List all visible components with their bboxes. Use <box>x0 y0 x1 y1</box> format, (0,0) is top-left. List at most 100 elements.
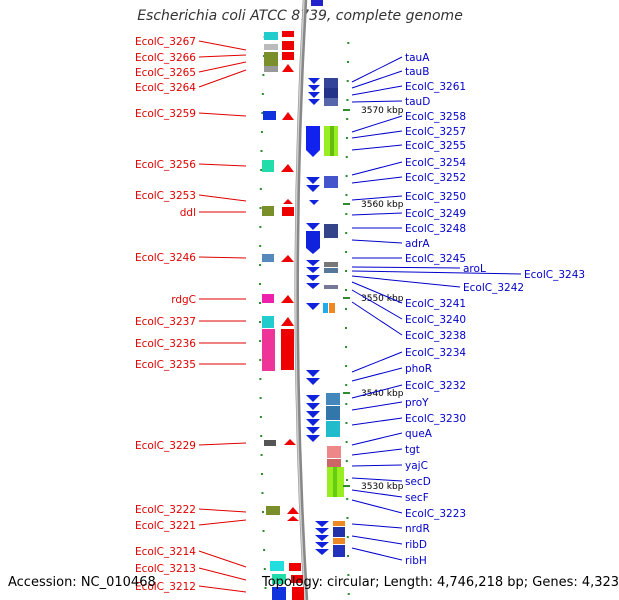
tick-mark <box>345 441 348 443</box>
left-gene-label: EcolC_3236 <box>135 338 196 350</box>
right-leader-line <box>351 239 403 244</box>
left-gene-label: EcolC_3267 <box>135 36 196 48</box>
right-leader-line <box>351 100 403 103</box>
tick-mark <box>345 384 348 386</box>
left-gene-label: EcolC_3229 <box>135 440 196 452</box>
tick-mark <box>345 403 348 405</box>
right-gene-label: EcolC_3252 <box>405 172 466 184</box>
scale-label-bg <box>358 480 404 491</box>
right-gene-label: queA <box>405 428 433 440</box>
scale-label: 3550 kbp <box>361 294 404 304</box>
right-gene-label: EcolC_3258 <box>405 111 466 123</box>
scale-label-bg <box>358 104 404 115</box>
scale-tick <box>343 485 350 487</box>
left-gene-label: EcolC_3259 <box>135 108 196 120</box>
tick-mark <box>345 365 348 367</box>
right-leader-line <box>351 448 403 456</box>
tick-mark <box>345 460 348 462</box>
scale-label: 3560 kbp <box>361 200 404 210</box>
tick-mark <box>263 549 266 551</box>
right-gene-label: tauA <box>405 52 430 64</box>
right-gene-label: phoR <box>405 363 432 375</box>
left-leader-line <box>198 508 247 513</box>
right-gene-label: EcolC_3232 <box>405 380 466 392</box>
left-leader-line <box>198 54 247 58</box>
tick-mark <box>259 245 262 247</box>
tick-mark <box>261 492 264 494</box>
tick-mark <box>259 397 262 399</box>
left-leader-line <box>198 585 247 593</box>
top-marker <box>311 0 323 6</box>
left-leader-line <box>198 40 247 51</box>
scale-tick <box>343 297 350 299</box>
right-leader-line <box>351 289 403 320</box>
left-leader-line <box>198 163 247 167</box>
tick-mark <box>260 131 263 133</box>
tick-mark <box>345 194 348 196</box>
tick-mark <box>259 340 262 342</box>
right-leader-line <box>351 523 403 529</box>
page-title: Escherichia coli ATCC 8739, complete gen… <box>137 8 463 24</box>
left-gene-label: EcolC_3266 <box>135 52 196 64</box>
right-leader-line <box>351 270 522 275</box>
left-leader-line <box>198 61 247 73</box>
right-leader-line <box>351 477 403 482</box>
tick-mark <box>347 42 350 44</box>
scale-tick <box>343 203 350 205</box>
right-gene-label: ribH <box>405 555 427 567</box>
left-leader-line <box>198 69 247 88</box>
right-leader-line <box>351 281 403 304</box>
right-leader-line <box>351 195 403 201</box>
scale-label: 3540 kbp <box>361 389 404 399</box>
right-gene-label: EcolC_3254 <box>405 157 466 169</box>
scale-tick <box>343 109 350 111</box>
left-gene-label: EcolC_3213 <box>135 563 196 575</box>
accession-text: Accession: NC_010468 <box>8 575 156 590</box>
tick-mark <box>260 473 263 475</box>
left-gene-label: EcolC_3222 <box>135 504 196 516</box>
tick-mark <box>259 264 262 266</box>
right-gene-label: EcolC_3250 <box>405 191 466 203</box>
right-gene-label: tgt <box>405 444 420 456</box>
tick-mark <box>260 150 263 152</box>
tick-mark <box>260 169 263 171</box>
tick-mark <box>345 270 348 272</box>
tick-mark <box>259 207 262 209</box>
tick-mark <box>259 359 262 361</box>
right-leader-line <box>351 266 461 269</box>
scale-label-bg <box>358 198 404 209</box>
scale-tick <box>343 392 350 394</box>
tick-mark <box>345 308 348 310</box>
left-leader-line <box>198 112 247 117</box>
tick-mark <box>259 302 262 304</box>
right-gene-label: EcolC_3261 <box>405 81 466 93</box>
right-leader-line <box>351 275 461 288</box>
right-leader-line <box>351 161 403 176</box>
tick-mark <box>264 587 267 589</box>
left-gene-label: EcolC_3221 <box>135 520 196 532</box>
tick-mark <box>346 517 349 519</box>
tick-mark <box>345 213 348 215</box>
tick-mark <box>261 112 264 114</box>
tick-mark <box>261 93 264 95</box>
tick-mark <box>346 536 349 538</box>
left-leader-line <box>198 442 247 446</box>
right-gene-label: EcolC_3223 <box>405 508 466 520</box>
right-gene-label: EcolC_3234 <box>405 347 466 359</box>
tick-mark <box>345 289 348 291</box>
scale-label: 3570 kbp <box>361 106 404 116</box>
left-leader-line <box>198 519 247 526</box>
tick-mark <box>263 568 266 570</box>
right-gene-label: ribD <box>405 539 427 551</box>
tick-mark <box>261 511 264 513</box>
right-leader-line <box>351 351 403 373</box>
right-gene-label: tauB <box>405 66 429 78</box>
right-leader-line <box>351 367 403 382</box>
right-gene-label: EcolC_3242 <box>463 282 524 294</box>
right-gene-label: EcolC_3245 <box>405 253 466 265</box>
tick-mark <box>346 80 349 82</box>
tick-mark <box>345 156 348 158</box>
tick-mark <box>259 321 262 323</box>
right-leader-line <box>351 401 403 411</box>
tick-mark <box>262 74 265 76</box>
